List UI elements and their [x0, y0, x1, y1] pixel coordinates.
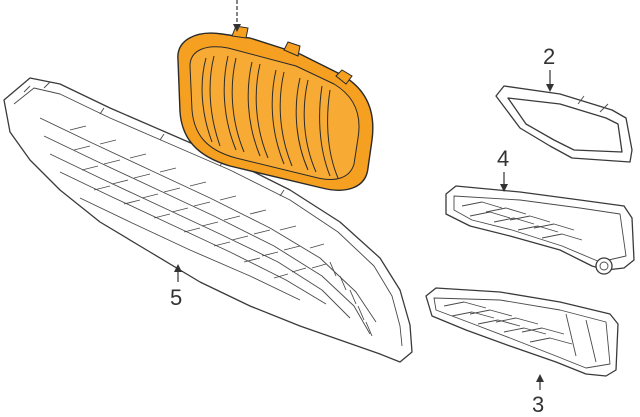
callout-3-label: 3	[532, 392, 544, 417]
part-1-kidney-grille[interactable]	[177, 25, 374, 191]
callout-5-label: 5	[170, 285, 182, 310]
callout-4-label: 4	[497, 146, 509, 171]
callout-4: 4	[497, 146, 509, 192]
callout-1-label: 1	[226, 0, 238, 3]
part-5-lower-grille[interactable]	[3, 77, 413, 363]
part-3-lower-side-grille[interactable]	[425, 287, 619, 377]
part-4-upper-side-grille[interactable]	[445, 185, 635, 275]
callout-5: 5	[170, 264, 182, 310]
callout-3: 3	[532, 374, 544, 417]
callout-2-label: 2	[543, 44, 555, 69]
callout-2: 2	[543, 44, 555, 92]
callout-1: 1	[226, 0, 241, 32]
part-2-frame-bezel[interactable]	[495, 85, 633, 163]
